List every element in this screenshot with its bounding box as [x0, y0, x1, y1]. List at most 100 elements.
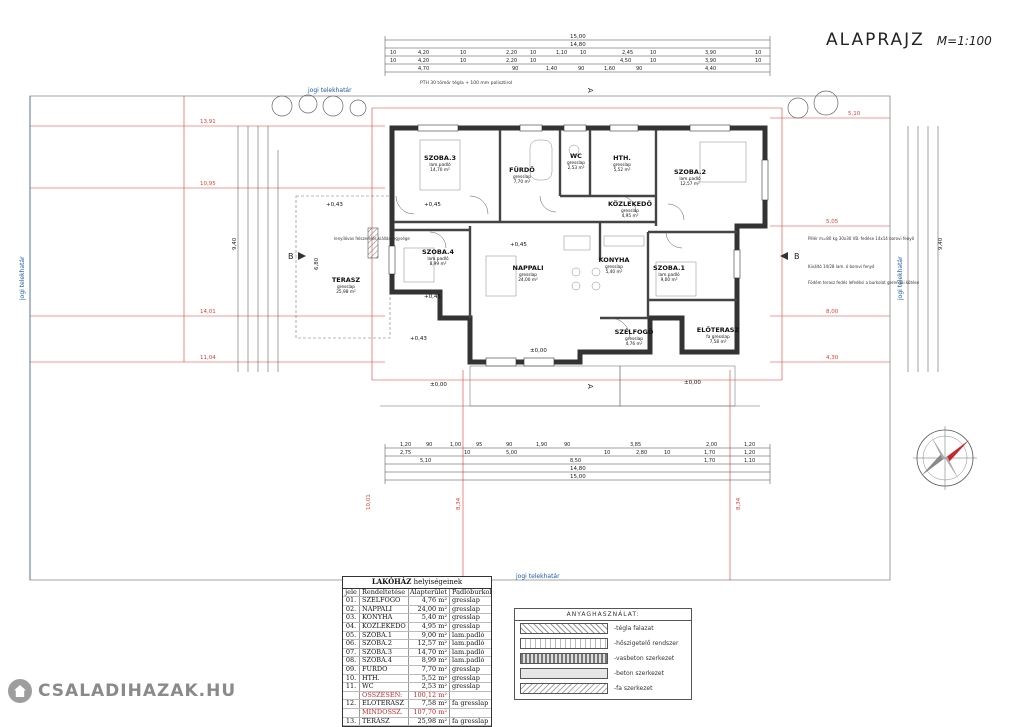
- material-row: -hőszigetelő rendszer: [515, 636, 691, 651]
- svg-text:25,98 m²: 25,98 m²: [336, 289, 356, 295]
- row-name: HTH.: [360, 674, 409, 683]
- row-floor: gresslap: [452, 665, 480, 673]
- boundary-label-left: jogi telekhatár: [19, 256, 26, 301]
- row-id: 08.: [343, 657, 360, 665]
- svg-text:5,40 m²: 5,40 m²: [606, 269, 623, 275]
- top-dim-row4: 10 4,20 10 2,20 10 4,50 10 3,90 10: [390, 58, 761, 64]
- svg-text:4,40: 4,40: [705, 66, 716, 72]
- row-id: 10.: [343, 674, 360, 683]
- materials-legend: ANYAGHASZNÁLAT: -tégla falazat -hősziget…: [514, 608, 692, 700]
- material-label: -tégla falazat: [614, 625, 654, 632]
- scale-text: M=1:100: [936, 34, 992, 48]
- material-row: -beton szerkezet: [515, 666, 691, 681]
- dim-bottom-left: 10,01: [366, 494, 372, 510]
- svg-text:4,50: 4,50: [620, 58, 631, 64]
- section-a-top: A: [586, 88, 594, 93]
- svg-text:2,75: 2,75: [400, 450, 411, 456]
- row-area: 5,52 m²: [409, 674, 450, 683]
- svg-text:4,70: 4,70: [418, 66, 429, 72]
- dim-left-1: 13,91: [200, 119, 216, 125]
- row-name: NAPPALI: [360, 605, 409, 614]
- svg-text:2,20: 2,20: [506, 50, 517, 56]
- svg-text:±0,00: ±0,00: [684, 380, 701, 386]
- svg-text:gresslap: gresslap: [621, 208, 639, 214]
- svg-text:+0,45: +0,45: [424, 202, 441, 208]
- svg-text:90: 90: [578, 66, 584, 72]
- row-floor: [450, 709, 491, 717]
- site-watermark[interactable]: CSALADIHAZAK.HU: [4, 676, 245, 706]
- svg-text:SZOBA.4: SZOBA.4: [422, 248, 454, 256]
- exterior-walls: [389, 125, 768, 365]
- svg-text:10: 10: [755, 50, 761, 56]
- boundary-label-top: jogi telekhatár: [307, 87, 352, 94]
- row-id: 11.: [343, 683, 360, 691]
- svg-text:gresslap: gresslap: [513, 174, 531, 180]
- svg-text:lam.padló: lam.padló: [429, 161, 451, 168]
- svg-text:1,10: 1,10: [556, 50, 567, 56]
- row-area: 5,40 m²: [409, 614, 450, 622]
- svg-text:10: 10: [650, 58, 656, 64]
- row-area: 100,12 m²: [409, 691, 450, 700]
- section-a-bottom: A: [586, 384, 594, 389]
- svg-text:10: 10: [390, 58, 396, 64]
- svg-text:4,76 m²: 4,76 m²: [626, 341, 643, 347]
- section-markers: B B A A: [288, 88, 800, 389]
- svg-text:2,53 m²: 2,53 m²: [568, 165, 585, 171]
- svg-text:4,20: 4,20: [418, 58, 429, 64]
- svg-text:1,00: 1,00: [450, 442, 461, 448]
- material-label: -fa szerkezet: [614, 685, 653, 692]
- svg-text:+0,45: +0,45: [510, 242, 527, 248]
- svg-text:90: 90: [506, 442, 512, 448]
- row-id: 03.: [343, 614, 360, 622]
- row-name: SZOBA.2: [360, 640, 409, 648]
- svg-text:7,70 m²: 7,70 m²: [514, 179, 531, 185]
- svg-text:10: 10: [460, 50, 466, 56]
- svg-text:HTH.: HTH.: [613, 154, 631, 162]
- svg-text:±0,00: ±0,00: [430, 382, 447, 388]
- svg-text:10: 10: [464, 450, 470, 456]
- svg-text:1,10: 1,10: [744, 458, 755, 464]
- row-id: 07.: [343, 648, 360, 657]
- section-b-left: B: [288, 252, 294, 261]
- svg-text:SZOBA.1: SZOBA.1: [653, 264, 685, 272]
- svg-text:SZÉLFOGÓ: SZÉLFOGÓ: [615, 327, 654, 336]
- svg-text:gresslap: gresslap: [519, 272, 537, 278]
- row-id: [343, 708, 360, 717]
- svg-text:4,95 m²: 4,95 m²: [622, 213, 639, 219]
- interior-walls: [394, 130, 737, 320]
- floor-plan-sheet: jogi telekhatár jogi telekhatár jogi tel…: [19, 34, 977, 581]
- svg-text:5,10: 5,10: [420, 458, 431, 464]
- dim-bottom-mid: 8,34: [456, 497, 462, 510]
- bottom-dimension-lines: [384, 444, 771, 484]
- bottom-dim-row2: 2,75 10 5,00 10 2,80 10 1,70 1,20: [400, 450, 755, 456]
- row-name: FÜRDŐ: [360, 665, 409, 674]
- svg-text:9,00 m²: 9,00 m²: [661, 277, 678, 283]
- row-name: SZOBA.1: [360, 631, 409, 640]
- row-name: SZÉLFOGÓ: [360, 597, 409, 605]
- top-dim-total: 15,00: [570, 34, 586, 40]
- top-dimension-lines: [384, 36, 771, 76]
- dim-left-3: 14,01: [200, 309, 216, 315]
- svg-text:1,70: 1,70: [704, 458, 715, 464]
- svg-text:8,99 m²: 8,99 m²: [430, 261, 447, 267]
- row-id: [343, 691, 360, 700]
- windows: [388, 124, 769, 367]
- svg-text:KÖZLEKEDŐ: KÖZLEKEDŐ: [608, 199, 652, 208]
- row-id: 02.: [343, 605, 360, 614]
- timber-swatch: [520, 683, 608, 694]
- svg-text:KONYHA: KONYHA: [599, 256, 630, 264]
- svg-text:3,90: 3,90: [705, 58, 716, 64]
- svg-text:24,00 m²: 24,00 m²: [518, 277, 538, 283]
- note-right-2: Kiváltó 14/28 lam. ó borovi fenyő: [808, 264, 875, 269]
